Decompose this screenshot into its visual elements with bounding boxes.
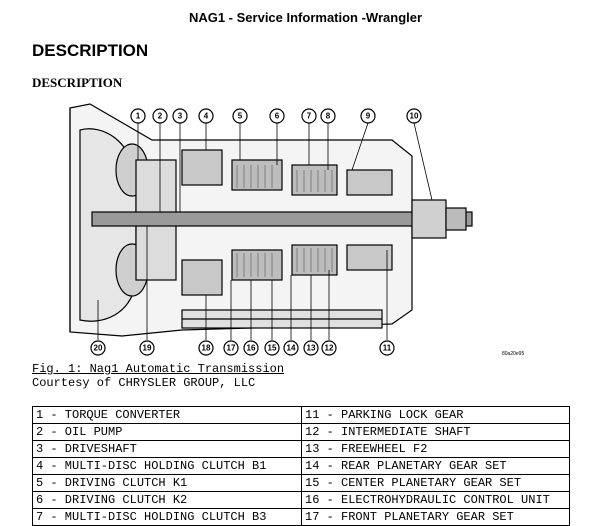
svg-text:2: 2 [158, 112, 163, 121]
callout-4: 4 [198, 108, 214, 124]
callout-3: 3 [172, 108, 188, 124]
svg-text:14: 14 [287, 344, 296, 353]
section-subtitle: DESCRIPTION [32, 75, 123, 90]
table-cell: 11 - PARKING LOCK GEAR [301, 406, 570, 424]
table-cell: 5 - DRIVING CLUTCH K1 [32, 474, 302, 492]
callout-19: 19 [139, 340, 155, 356]
table-cell: 16 - ELECTROHYDRAULIC CONTROL UNIT [301, 491, 570, 509]
callout-13: 13 [303, 340, 319, 356]
table-cell: 13 - FREEWHEEL F2 [301, 440, 570, 458]
table-cell: 7 - MULTI-DISC HOLDING CLUTCH B3 [32, 508, 302, 526]
table-row: 7 - MULTI-DISC HOLDING CLUTCH B3 17 - FR… [32, 508, 570, 526]
svg-text:10: 10 [410, 112, 419, 121]
callout-2: 2 [152, 108, 168, 124]
table-row: 4 - MULTI-DISC HOLDING CLUTCH B1 14 - RE… [32, 457, 570, 475]
callout-1: 1 [130, 108, 146, 124]
svg-text:11: 11 [383, 344, 392, 353]
callout-5: 5 [232, 108, 248, 124]
callout-18: 18 [198, 340, 214, 356]
svg-text:5: 5 [238, 112, 243, 121]
callout-16: 16 [243, 340, 259, 356]
page-title: DESCRIPTION [32, 41, 149, 60]
table-row: 6 - DRIVING CLUTCH K2 16 - ELECTROHYDRAU… [32, 491, 570, 509]
svg-text:15: 15 [268, 344, 277, 353]
figure-code: 80a20e95 [502, 351, 524, 357]
table-cell: 6 - DRIVING CLUTCH K2 [32, 491, 302, 509]
table-cell: 3 - DRIVESHAFT [32, 440, 302, 458]
svg-text:19: 19 [143, 344, 152, 353]
parts-table: 1 - TORQUE CONVERTER 11 - PARKING LOCK G… [32, 406, 570, 526]
svg-text:16: 16 [247, 344, 256, 353]
callout-7: 7 [301, 108, 317, 124]
table-cell: 14 - REAR PLANETARY GEAR SET [301, 457, 570, 475]
figure-courtesy: Courtesy of CHRYSLER GROUP, LLC [32, 376, 256, 390]
callout-9: 9 [360, 108, 376, 124]
table-row: 5 - DRIVING CLUTCH K1 15 - CENTER PLANET… [32, 474, 570, 492]
transmission-diagram: 1 2 3 4 5 6 7 8 9 10 11 12 13 14 15 16 1… [69, 103, 524, 357]
table-cell: 15 - CENTER PLANETARY GEAR SET [301, 474, 570, 492]
callout-15: 15 [264, 340, 280, 356]
svg-text:18: 18 [202, 344, 211, 353]
svg-text:17: 17 [227, 344, 236, 353]
page-header: NAG1 - Service Information -Wrangler [188, 10, 423, 25]
callout-6: 6 [269, 108, 285, 124]
table-row: 1 - TORQUE CONVERTER 11 - PARKING LOCK G… [32, 406, 570, 424]
svg-text:13: 13 [307, 344, 316, 353]
callout-20: 20 [90, 340, 106, 356]
table-cell: 2 - OIL PUMP [32, 423, 302, 441]
table-row: 2 - OIL PUMP 12 - INTERMEDIATE SHAFT [32, 423, 570, 441]
table-cell: 17 - FRONT PLANETARY GEAR SET [301, 508, 570, 526]
svg-text:12: 12 [325, 344, 334, 353]
table-cell: 12 - INTERMEDIATE SHAFT [301, 423, 570, 441]
svg-text:7: 7 [307, 112, 312, 121]
svg-text:1: 1 [136, 112, 141, 121]
callout-14: 14 [283, 340, 299, 356]
table-cell: 1 - TORQUE CONVERTER [32, 406, 302, 424]
callout-17: 17 [223, 340, 239, 356]
svg-text:9: 9 [366, 112, 371, 121]
table-cell: 4 - MULTI-DISC HOLDING CLUTCH B1 [32, 457, 302, 475]
svg-text:4: 4 [204, 112, 209, 121]
callout-11: 11 [379, 340, 395, 356]
figure-caption: Fig. 1: Nag1 Automatic Transmission [32, 362, 285, 376]
svg-text:8: 8 [326, 112, 331, 121]
svg-text:6: 6 [275, 112, 280, 121]
callout-12: 12 [321, 340, 337, 356]
svg-text:20: 20 [94, 344, 103, 353]
svg-text:3: 3 [178, 112, 183, 121]
callout-8: 8 [320, 108, 336, 124]
table-row: 3 - DRIVESHAFT 13 - FREEWHEEL F2 [32, 440, 570, 458]
callout-10: 10 [406, 108, 422, 124]
